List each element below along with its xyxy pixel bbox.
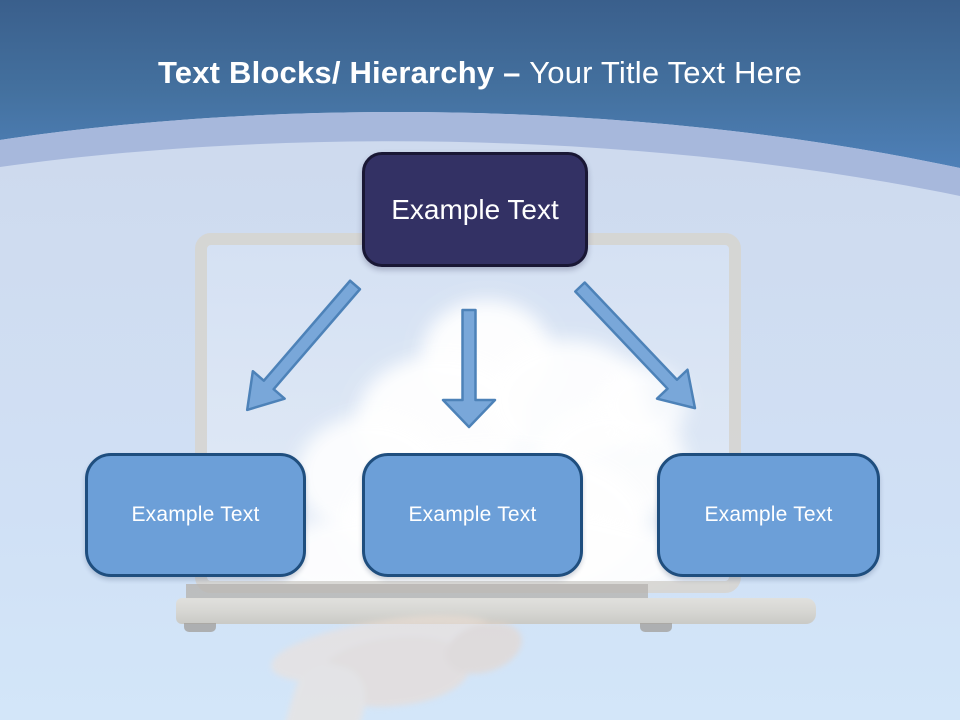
child-text-block-2-label: Example Text	[408, 503, 537, 526]
laptop-foot	[640, 623, 672, 632]
child-text-block-3-label: Example Text	[704, 503, 833, 526]
root-text-block: Example Text	[362, 152, 588, 267]
child-text-block-2: Example Text	[362, 453, 583, 577]
hand-holding-laptop	[235, 602, 565, 720]
laptop-deck	[186, 584, 648, 599]
slide-title-regular: Your Title Text Here	[529, 55, 803, 90]
slide-title: Text Blocks/ Hierarchy –Your Title Text …	[0, 54, 960, 92]
laptop-foot	[184, 623, 216, 632]
slide-title-bold: Text Blocks/ Hierarchy –	[157, 55, 521, 90]
child-text-block-3: Example Text	[657, 453, 880, 577]
child-text-block-1-label: Example Text	[131, 503, 260, 526]
header-arc-background	[0, 0, 960, 196]
root-text-block-label: Example Text	[391, 193, 559, 225]
laptop-base	[176, 598, 816, 624]
child-text-block-1: Example Text	[85, 453, 306, 577]
